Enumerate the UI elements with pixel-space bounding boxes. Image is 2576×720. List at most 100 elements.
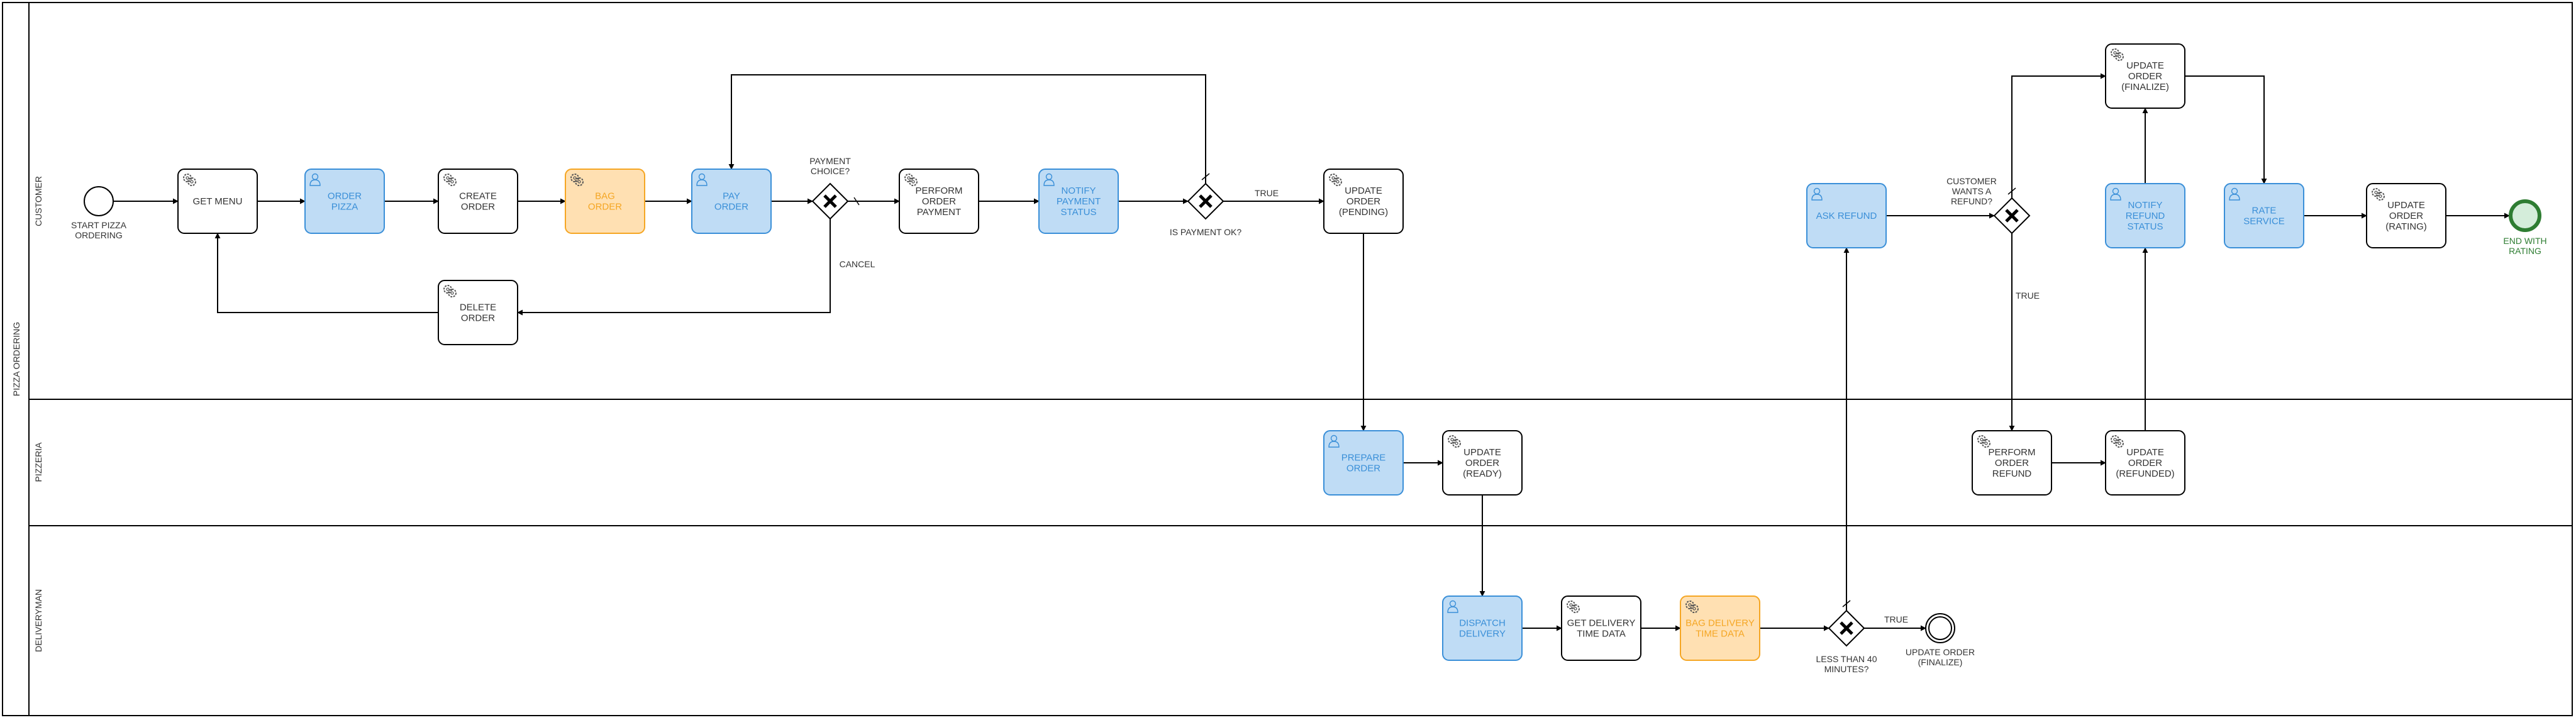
task-box[interactable] [1972,430,2052,496]
service-gear-icon [2372,188,2385,201]
exclusive-x-icon [2005,209,2019,223]
flow-label-payment-cancel: CANCEL [840,259,875,269]
sequence-flows [114,73,2510,631]
default-flow-marker-time [1842,600,1851,607]
task-box[interactable] [1323,169,1404,234]
task-label: ASK REFUND [1816,211,1877,221]
service-gear-icon [1685,601,1699,613]
service-gear-icon [2111,48,2124,61]
task-label: PREPARE [1341,453,1386,463]
task-box[interactable] [1680,595,1760,661]
flow-refund-gateway-to-update-finalize [2011,73,2106,198]
node-ask-refund[interactable]: ASK REFUND [1806,183,1887,248]
node-gw-payment-ok[interactable]: IS PAYMENT OK? [1170,182,1242,237]
task-box[interactable] [1442,595,1523,661]
flow-label-payment-true: TRUE [1255,188,1279,198]
task-label: STATUS [1061,207,1097,218]
task-box[interactable] [304,169,385,234]
event-caption: END WITH [2503,236,2546,246]
task-label: DELIVERY [1459,629,1506,640]
default-flow-marker-payment-ok [1201,173,1210,180]
task-box[interactable] [2105,430,2185,496]
task-box[interactable] [438,280,518,345]
task-label: NOTIFY [1062,186,1096,196]
service-gear-icon [183,174,196,186]
node-intermediate-finalize[interactable]: UPDATE ORDER(FINALIZE) [1906,613,1975,667]
task-box[interactable] [1038,169,1119,234]
task-box[interactable] [691,169,772,234]
gateway-caption: WANTS A [1952,186,1992,196]
task-label: CREATE [459,191,497,202]
event-caption: (FINALIZE) [1918,657,1963,667]
lane-label-pizzeria: PIZZERIA [33,442,43,482]
task-label: ORDER [328,191,362,202]
exclusive-x-icon [1840,621,1853,635]
task-label: REFUND [2126,211,2165,221]
service-gear-icon [1448,435,1461,448]
default-flow-marker-payment [853,197,860,206]
service-gear-icon [443,174,457,186]
task-box[interactable] [2366,183,2446,248]
task-box[interactable] [438,169,518,234]
user-icon [1447,600,1458,613]
task-label: DISPATCH [1459,618,1506,629]
user-icon [1811,187,1823,201]
gateway-caption: LESS THAN 40 [1816,654,1877,664]
task-box[interactable] [2105,183,2185,248]
task-box[interactable] [1442,430,1523,496]
flow-delete-order-to-get-menu [214,233,438,313]
flow-payment-ok-loop-to-pay-order [728,74,1206,184]
task-box[interactable] [177,169,258,234]
task-box[interactable] [1323,430,1404,496]
task-label: TIME DATA [1577,629,1626,640]
task-box[interactable] [899,169,979,234]
intermediate-event-outer[interactable] [1925,613,1955,643]
gateway-caption: MINUTES? [1824,664,1869,674]
task-label: DELETE [460,302,496,313]
service-gear-icon [1329,174,1342,186]
task-box[interactable] [1561,595,1641,661]
start-event-circle[interactable] [84,186,114,216]
lanes: CUSTOMER PIZZERIA DELIVERYMAN [29,176,2572,652]
event-caption: UPDATE ORDER [1906,647,1975,657]
task-label: BAG DELIVERY [1685,618,1755,629]
gateway-caption: CHOICE? [811,166,850,176]
task-box[interactable] [2105,43,2185,109]
node-get-menu[interactable]: GET MENU [177,169,258,234]
task-box[interactable] [565,169,645,234]
gateway-caption: IS PAYMENT OK? [1170,227,1242,237]
task-label: UPDATE [2126,447,2164,458]
flow-label-time-true: TRUE [1884,614,1908,624]
pool-label: PIZZA ORDERING [11,322,21,396]
task-box[interactable] [2224,183,2304,248]
task-label: TIME DATA [1696,629,1745,640]
end-event-circle[interactable] [2509,199,2541,232]
event-caption: START PIZZA [71,220,127,230]
task-box[interactable] [1806,183,1887,248]
